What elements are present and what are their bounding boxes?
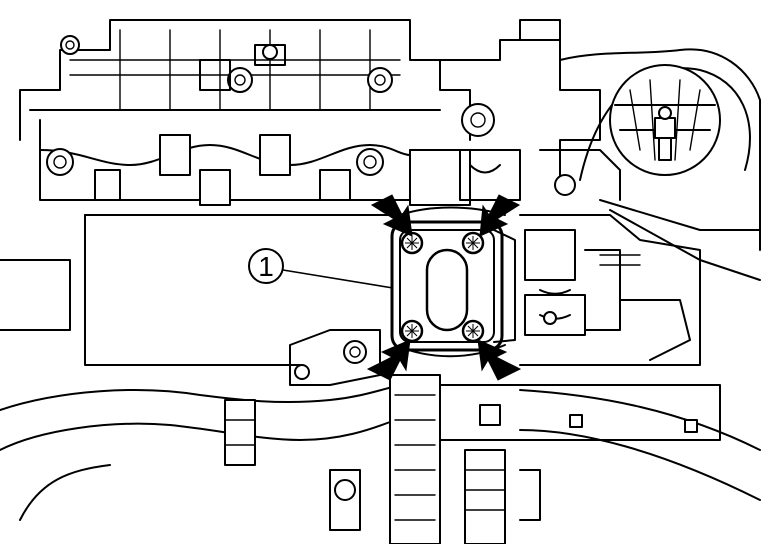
engine-block	[0, 214, 701, 386]
arrow-bottom-left	[366, 339, 411, 381]
arrow-bottom-right	[477, 339, 522, 381]
bolt-top-right	[461, 231, 485, 255]
arrow-top-left	[370, 194, 413, 237]
bolt-bottom-right	[461, 319, 485, 343]
coolant-hoses	[0, 384, 761, 521]
engine-mount-bracket	[559, 48, 761, 281]
lower-pulley-stack	[329, 374, 721, 544]
arrow-top-right	[479, 194, 521, 237]
callout-number: 1	[258, 251, 274, 282]
callout-1: 1	[248, 248, 394, 289]
upper-right-components	[409, 19, 621, 206]
bolt-indicator-arrows	[366, 194, 522, 381]
valve-cover-assembly	[19, 19, 471, 206]
bolt-bottom-left	[400, 319, 424, 343]
